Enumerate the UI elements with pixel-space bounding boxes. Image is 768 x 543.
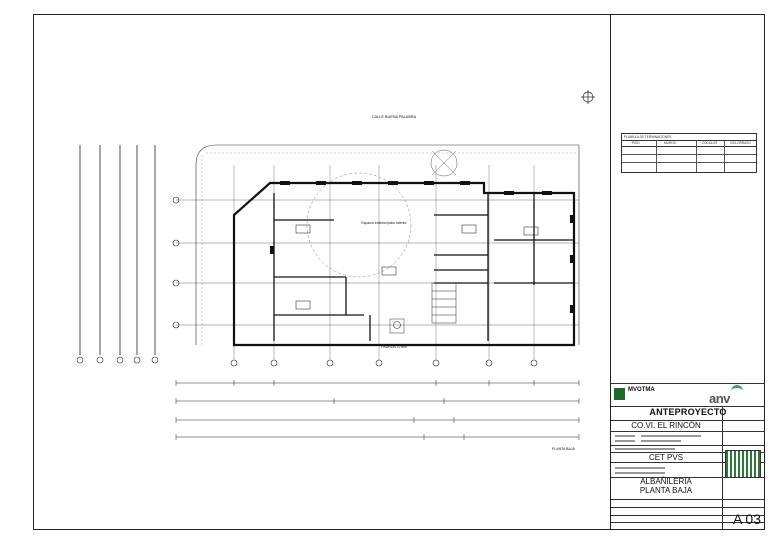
grid-lines-left	[79, 145, 156, 355]
north-arrow-icon	[581, 90, 595, 104]
grid-bubbles-bottom	[230, 359, 538, 367]
accessibility-icon	[389, 318, 405, 334]
grid-lines-horizontal	[176, 199, 579, 326]
floor-plan-area: CALLE BUENA PALABRA Espacio exterior/pat…	[34, 15, 610, 529]
interior-walls	[273, 193, 574, 341]
sheet-title-1: ALBAÑILERIA	[640, 477, 692, 486]
tree-symbol	[430, 149, 458, 177]
grid-lines-vertical	[233, 165, 535, 360]
window-markers	[270, 181, 574, 313]
project-type: ANTEPROYECTO	[649, 407, 727, 417]
schedule-col-walls: MUROS	[664, 141, 676, 145]
drawing-sheet: CALLE BUENA PALABRA Espacio exterior/pat…	[33, 14, 765, 530]
street-label: CALLE BUENA PALABRA	[371, 115, 417, 119]
mvotma-logo-icon	[614, 388, 625, 400]
schedule-col-ceiling: CIELORRASO	[730, 141, 751, 145]
floor-plan-drawing	[76, 90, 595, 440]
grid-bubbles-left	[76, 356, 159, 364]
title-block: PLANILLA DE TERMINACIONES PISO MUROS ZÓC…	[610, 15, 765, 529]
courtyard-label: Espacio exterior/patio interior	[361, 221, 407, 225]
entity-name: CET PVS	[648, 453, 684, 462]
project-name: CO.VI. EL RINCÓN	[631, 421, 701, 430]
mvotma-label: MVOTMA	[628, 387, 655, 393]
sheet-number: A 03	[732, 511, 761, 527]
schedule-col-skirting: ZÓCALOS	[702, 141, 718, 145]
anv-logo-icon	[731, 385, 743, 396]
parcel-label: PADRÓN 17895	[381, 345, 407, 349]
stair	[431, 282, 457, 324]
dimension-ticks	[175, 380, 580, 440]
building-outline	[232, 181, 576, 347]
grid-bubbles-horizontal	[172, 196, 180, 329]
schedule-col-floor: PISO	[632, 141, 640, 145]
anv-label: anv	[709, 391, 730, 406]
sidewalk-boundary	[195, 144, 580, 345]
dimension-lines	[176, 382, 579, 438]
finishes-schedule: PLANILLA DE TERMINACIONES PISO MUROS ZÓC…	[621, 133, 757, 173]
drawing-title: PLANTA BAJA	[552, 447, 575, 451]
schedule-header: PLANILLA DE TERMINACIONES	[624, 135, 672, 139]
sheet-thumbnail	[725, 450, 761, 478]
room-tags	[295, 224, 539, 310]
sheet-title-2: PLANTA BAJA	[639, 486, 693, 495]
courtyard-circle	[306, 172, 412, 278]
